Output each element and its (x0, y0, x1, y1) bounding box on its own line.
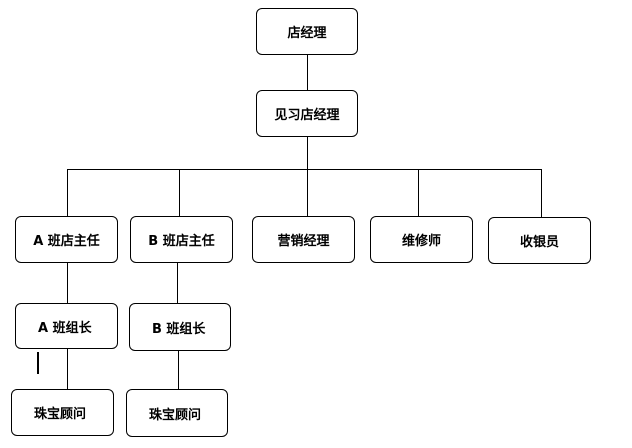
connector-to-marketing-manager (307, 169, 308, 216)
connector-b-supervisor-team-leader (177, 263, 178, 303)
node-store-manager[interactable]: 店经理 (256, 8, 358, 55)
node-cashier[interactable]: 收银员 (488, 217, 591, 264)
node-marketing-manager[interactable]: 营销经理 (252, 216, 355, 263)
node-label: 营销经理 (277, 234, 330, 249)
node-b-jewelry-consultant[interactable]: 珠宝顾问 (126, 389, 228, 437)
node-label: 见习店经理 (274, 108, 340, 123)
node-label: A 班组长 (38, 320, 92, 336)
node-trainee-store-manager[interactable]: 见习店经理 (256, 90, 358, 137)
node-label: 店经理 (287, 26, 327, 41)
node-label: 珠宝顾问 (149, 407, 202, 423)
connector-horizontal-bus (67, 169, 542, 170)
node-a-jewelry-consultant[interactable]: 珠宝顾问 (11, 389, 114, 436)
connector-to-cashier (541, 169, 542, 217)
node-label: 珠宝顾问 (34, 407, 87, 422)
node-label: B 班组长 (152, 321, 206, 337)
node-label: B 班店主任 (148, 234, 215, 249)
node-label: 维修师 (401, 234, 441, 249)
node-b-team-leader[interactable]: B 班组长 (129, 303, 231, 351)
node-a-shift-supervisor[interactable]: A 班店主任 (15, 216, 118, 263)
node-a-team-leader[interactable]: A 班组长 (15, 303, 118, 349)
connector-manager-trainee (307, 55, 308, 90)
node-label: 收银员 (519, 235, 559, 250)
node-b-shift-supervisor[interactable]: B 班店主任 (130, 216, 233, 263)
connector-b-team-leader-consultant (178, 351, 179, 389)
connector-to-b-shift-supervisor (179, 169, 180, 216)
node-maintenance-technician[interactable]: 维修师 (370, 216, 473, 263)
connector-trainee-branch (307, 137, 308, 170)
stray-mark (37, 352, 39, 374)
connector-a-supervisor-team-leader (67, 263, 68, 303)
connector-a-team-leader-consultant (67, 349, 68, 389)
node-label: A 班店主任 (33, 234, 100, 249)
connector-to-a-shift-supervisor (67, 169, 68, 216)
connector-to-maintenance-technician (418, 169, 419, 216)
